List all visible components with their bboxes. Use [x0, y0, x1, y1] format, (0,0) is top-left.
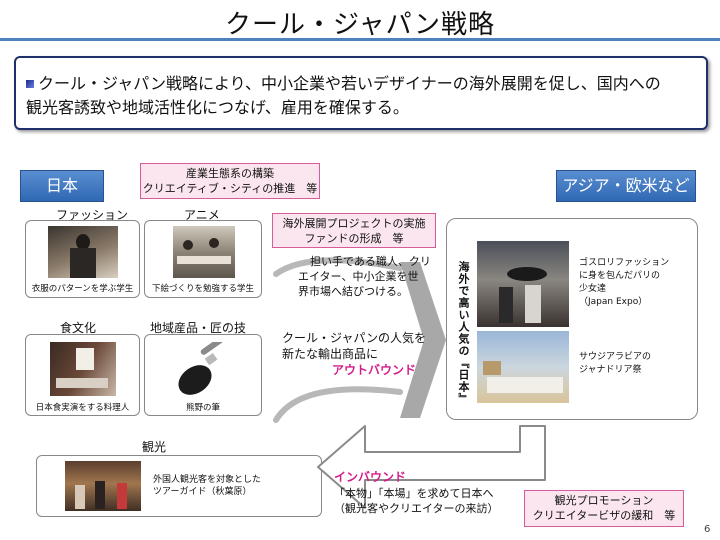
project-line-2: ファンドの形成 等 — [304, 232, 404, 245]
anime-photo — [173, 226, 235, 278]
craftsmen-line-2: エイター、中小企業を世 — [298, 270, 419, 283]
anime-caption: 下絵づくりを勉強する学生 — [151, 284, 254, 294]
anime-heading: アニメ — [184, 208, 220, 222]
overseas-vertical-label: 海外で高い人気の『日本』 — [457, 261, 470, 405]
food-photo — [50, 342, 116, 396]
tourism-photo — [65, 461, 141, 511]
craftsmen-line-1: 担い手である職人、クリ — [310, 255, 431, 268]
caption1-line-2: に身を包んだパリの — [579, 271, 661, 281]
bullet-icon — [26, 80, 34, 88]
food-heading: 食文化 — [60, 321, 97, 335]
anime-card: 下絵づくりを勉強する学生 — [144, 220, 262, 298]
project-box: 海外展開プロジェクトの実施 ファンドの形成 等 — [272, 213, 436, 248]
fashion-heading: ファッション — [56, 208, 129, 222]
inbound-line-2: （観光客やクリエイターの来訪） — [334, 502, 499, 515]
inbound-label: インバウンド — [334, 470, 407, 484]
summary-line-2: 観光客誘致や地域活性化につなげ、雇用を確保する。 — [26, 98, 409, 117]
caption1-line-1: ゴスロリファッション — [579, 258, 670, 268]
craftsmen-text: 担い手である職人、クリ エイター、中小企業を世 界市場へ結びつける。 — [298, 254, 431, 299]
ecosystem-box: 産業生態系の構築 クリエイティブ・シティの推進 等 — [140, 163, 320, 199]
craftsmen-line-3: 界市場へ結びつける。 — [298, 285, 408, 298]
caption1-line-3: 少女達 — [579, 284, 607, 294]
craft-card: 熊野の筆 — [144, 332, 262, 416]
overseas-caption-2: サウジアラビアの ジャナドリア祭 — [579, 351, 651, 377]
fashion-caption: 衣服のパターンを学ぶ学生 — [31, 284, 134, 294]
janadriyah-photo — [477, 331, 569, 403]
project-line-1: 海外展開プロジェクトの実施 — [282, 217, 426, 230]
tourism-caption-line-2: ツアーガイド（秋葉原） — [153, 487, 252, 497]
food-caption: 日本食実演をする料理人 — [35, 403, 130, 413]
page-number: 6 — [704, 524, 711, 535]
export-line-1: クール・ジャパンの人気を — [282, 331, 427, 345]
caption2-line-2: ジャナドリア祭 — [579, 365, 642, 375]
promotion-line-1: 観光プロモーション — [554, 494, 654, 507]
summary-box: クール・ジャパン戦略により、中小企業や若いデザイナーの海外展開を促し、国内への … — [14, 56, 708, 130]
food-card: 日本食実演をする料理人 — [25, 334, 140, 416]
page-title: クール・ジャパン戦略 — [224, 10, 495, 40]
fashion-card: 衣服のパターンを学ぶ学生 — [25, 220, 140, 298]
promotion-box: 観光プロモーション クリエイタービザの緩和 等 — [524, 490, 684, 527]
fashion-photo — [48, 226, 118, 278]
ecosystem-line-2: クリエイティブ・シティの推進 等 — [142, 182, 318, 195]
tourism-heading: 観光 — [142, 440, 167, 454]
craft-heading: 地域産品・匠の技 — [150, 321, 247, 335]
inbound-text: 「本物」「本場」を求めて日本へ （観光客やクリエイターの来訪） — [334, 486, 499, 516]
tourism-caption: 外国人観光客を対象とした ツアーガイド（秋葉原） — [153, 474, 261, 498]
summary-text: クール・ジャパン戦略により、中小企業や若いデザイナーの海外展開を促し、国内への … — [26, 72, 696, 120]
tourism-caption-line-1: 外国人観光客を対象とした — [153, 475, 262, 485]
brush-photo — [173, 332, 235, 398]
promotion-line-2: クリエイタービザの緩和 等 — [532, 509, 676, 522]
gothic-lolita-photo — [477, 241, 569, 327]
caption2-line-1: サウジアラビアの — [579, 352, 652, 362]
inbound-line-1: 「本物」「本場」を求めて日本へ — [334, 487, 494, 500]
overseas-caption-1: ゴスロリファッション に身を包んだパリの 少女達 （Japan Expo） — [579, 257, 669, 309]
craft-caption: 熊野の筆 — [185, 403, 220, 413]
caption1-line-4: （Japan Expo） — [579, 297, 648, 307]
outbound-label: アウトバウンド — [332, 363, 417, 377]
title-rule — [0, 38, 720, 41]
summary-line-1: クール・ジャパン戦略により、中小企業や若いデザイナーの海外展開を促し、国内への — [38, 74, 661, 93]
overseas-panel: 海外で高い人気の『日本』 ゴスロリファッション に身を包んだパリの 少女達 （J… — [446, 218, 698, 420]
overseas-label: アジア・欧米など — [556, 170, 696, 202]
ecosystem-line-1: 産業生態系の構築 — [186, 167, 274, 180]
export-line-2: 新たな輸出商品に — [282, 347, 379, 361]
tourism-card: 外国人観光客を対象とした ツアーガイド（秋葉原） — [36, 455, 322, 517]
export-text: クール・ジャパンの人気を 新たな輸出商品に アウトバウンド — [282, 330, 426, 378]
japan-label: 日本 — [20, 170, 104, 202]
